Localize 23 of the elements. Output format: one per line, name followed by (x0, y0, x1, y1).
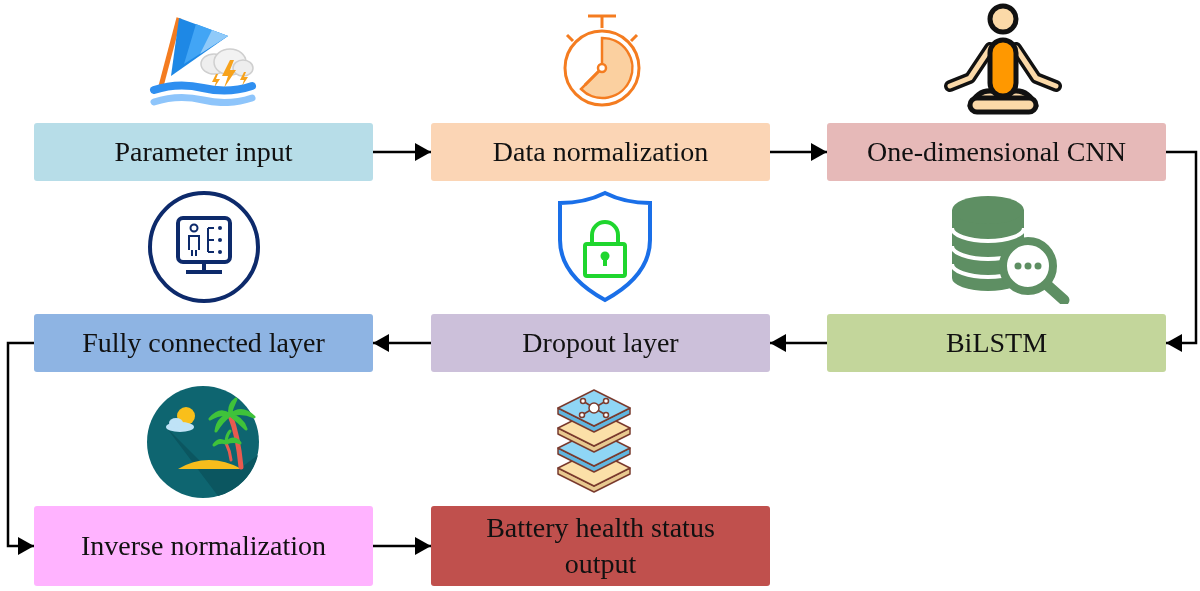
arrow (373, 143, 431, 161)
step-label: One-dimensional CNN (867, 134, 1126, 169)
arrow (770, 143, 827, 161)
step-label: Battery health status output (485, 510, 716, 581)
process-box (827, 123, 1166, 181)
step-label: Inverse normalization (81, 528, 326, 563)
process-box (431, 314, 770, 372)
step-label: Fully connected layer (82, 325, 325, 360)
process-box (431, 123, 770, 181)
arrow (373, 537, 431, 555)
arrow (1166, 150, 1198, 352)
step-label: Dropout layer (522, 325, 679, 360)
process-box (34, 123, 373, 181)
step-label: BiLSTM (945, 325, 1048, 360)
arrow (770, 334, 827, 352)
process-box (34, 314, 373, 372)
process-box (431, 506, 770, 586)
process-box (827, 314, 1166, 372)
arrow (6, 341, 34, 555)
arrow (373, 334, 431, 352)
process-box (34, 506, 373, 586)
step-label: Parameter input (114, 134, 293, 169)
step-label: Data normalization (492, 134, 709, 169)
